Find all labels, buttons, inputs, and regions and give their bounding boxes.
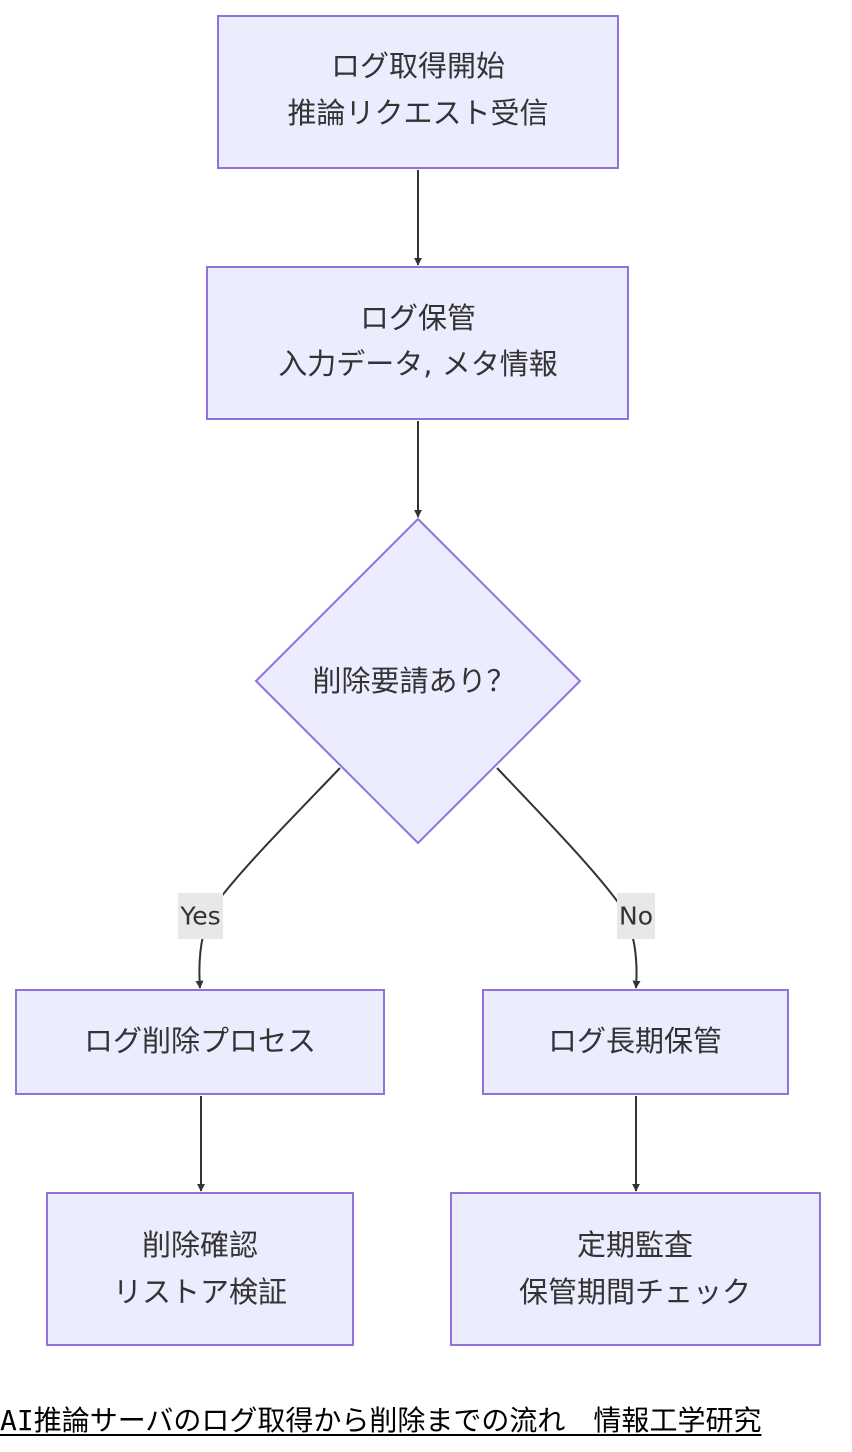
node-log-start: ログ取得開始 推論リクエスト受信 bbox=[217, 15, 619, 169]
node-decision-text: 削除要請あり？ bbox=[312, 664, 515, 698]
node-log-store-line-1: ログ保管 bbox=[360, 301, 476, 335]
node-delete-process-text: ログ削除プロセス bbox=[84, 1024, 316, 1058]
figure-caption: AI推論サーバのログ取得から削除までの流れ 情報工学研究 bbox=[0, 1404, 762, 1437]
node-log-store: ログ保管 入力データ, メタ情報 bbox=[206, 266, 629, 420]
edge-label-yes: Yes bbox=[178, 893, 223, 939]
node-audit-line-1: 定期監査 bbox=[577, 1228, 693, 1262]
node-delete-confirm: 削除確認 リストア検証 bbox=[46, 1192, 354, 1346]
edge-label-no: No bbox=[617, 893, 655, 939]
node-delete-process: ログ削除プロセス bbox=[15, 989, 385, 1095]
node-audit-line-2: 保管期間チェック bbox=[519, 1275, 751, 1309]
flowchart: Yes No ログ取得開始 推論リクエスト受信 ログ保管 入力データ, メタ情報… bbox=[15, 15, 821, 1346]
node-log-start-line-1: ログ取得開始 bbox=[331, 49, 505, 83]
node-long-store: ログ長期保管 bbox=[482, 989, 789, 1095]
edge-decision-yes bbox=[195, 767, 341, 989]
node-audit: 定期監査 保管期間チェック bbox=[450, 1192, 821, 1346]
edge-decision-no bbox=[496, 767, 641, 989]
edge-label-yes-text: Yes bbox=[179, 902, 220, 931]
edge-label-no-text: No bbox=[619, 902, 653, 931]
node-long-store-text: ログ長期保管 bbox=[548, 1024, 722, 1058]
node-decision: 削除要請あり？ bbox=[254, 517, 582, 845]
node-delete-confirm-line-2: リストア検証 bbox=[113, 1275, 287, 1309]
node-log-store-line-2: 入力データ, メタ情報 bbox=[278, 347, 557, 381]
node-delete-confirm-line-1: 削除確認 bbox=[142, 1228, 258, 1262]
node-log-start-line-2: 推論リクエスト受信 bbox=[287, 96, 548, 130]
